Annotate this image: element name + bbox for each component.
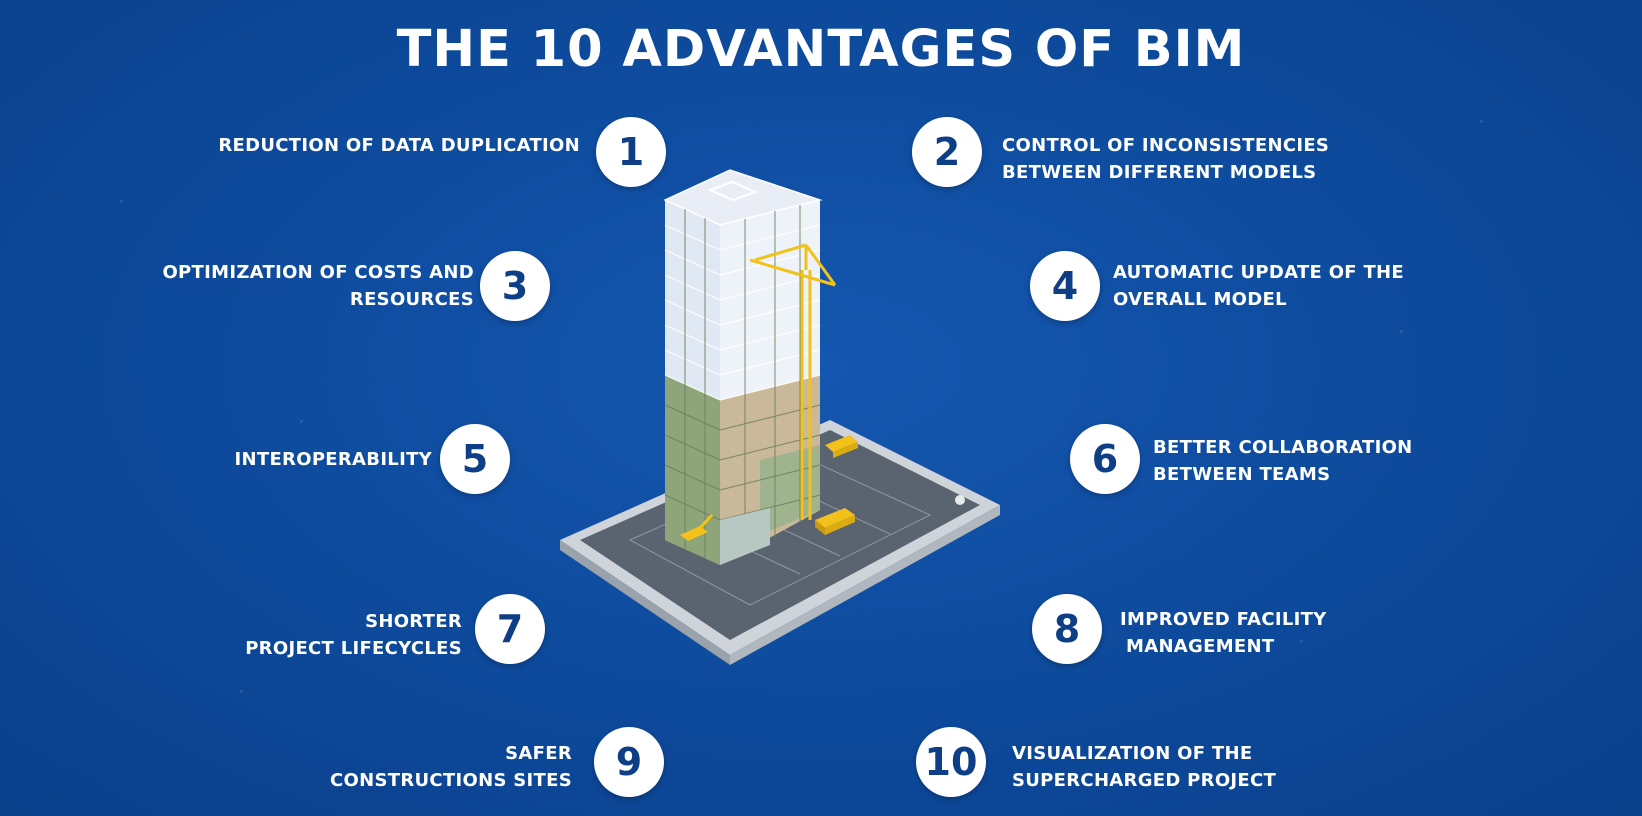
background-dot [240, 690, 243, 693]
advantage-label-7: SHORTER PROJECT LIFECYCLES [245, 611, 462, 659]
advantage-badge-2: 2 [912, 117, 982, 187]
advantage-label-6: BETTER COLLABORATION BETWEEN TEAMS [1153, 437, 1413, 485]
background-dot [300, 420, 303, 423]
advantage-badge-1: 1 [596, 117, 666, 187]
advantage-badge-6: 6 [1070, 424, 1140, 494]
advantage-badge-5: 5 [440, 424, 510, 494]
truck-icon [815, 508, 855, 535]
background-dot [1400, 330, 1403, 333]
advantage-label-2: CONTROL OF INCONSISTENCIES BETWEEN DIFFE… [1002, 135, 1330, 183]
advantage-label-4: AUTOMATIC UPDATE OF THE OVERALL MODEL [1113, 262, 1404, 310]
excavator-icon [680, 513, 714, 541]
advantage-badge-3: 3 [480, 251, 550, 321]
building-illustration [560, 169, 1000, 665]
advantage-label-8: IMPROVED FACILITY MANAGEMENT [1120, 609, 1327, 657]
advantage-badge-7: 7 [475, 594, 545, 664]
advantage-badge-10: 10 [916, 727, 986, 797]
advantage-badge-4: 4 [1030, 251, 1100, 321]
advantage-label-9: SAFER CONSTRUCTIONS SITES [330, 743, 572, 791]
advantage-badge-9: 9 [594, 727, 664, 797]
background-dot [120, 200, 123, 203]
page-title: THE 10 ADVANTAGES OF BIM [396, 20, 1246, 79]
advantage-label-10: VISUALIZATION OF THE SUPERCHARGED PROJEC… [1012, 743, 1277, 791]
tablet-icon [560, 420, 1000, 665]
background-dot [1480, 120, 1483, 123]
crane-icon [749, 243, 837, 520]
background-dot [1300, 640, 1303, 643]
advantage-badge-8: 8 [1032, 594, 1102, 664]
advantage-label-3: OPTIMIZATION OF COSTS AND RESOURCES [162, 262, 474, 310]
advantage-label-1: REDUCTION OF DATA DUPLICATION [218, 135, 580, 156]
building-icon [663, 169, 823, 565]
advantage-label-5: INTEROPERABILITY [234, 449, 432, 470]
bulldozer-icon [825, 435, 858, 458]
